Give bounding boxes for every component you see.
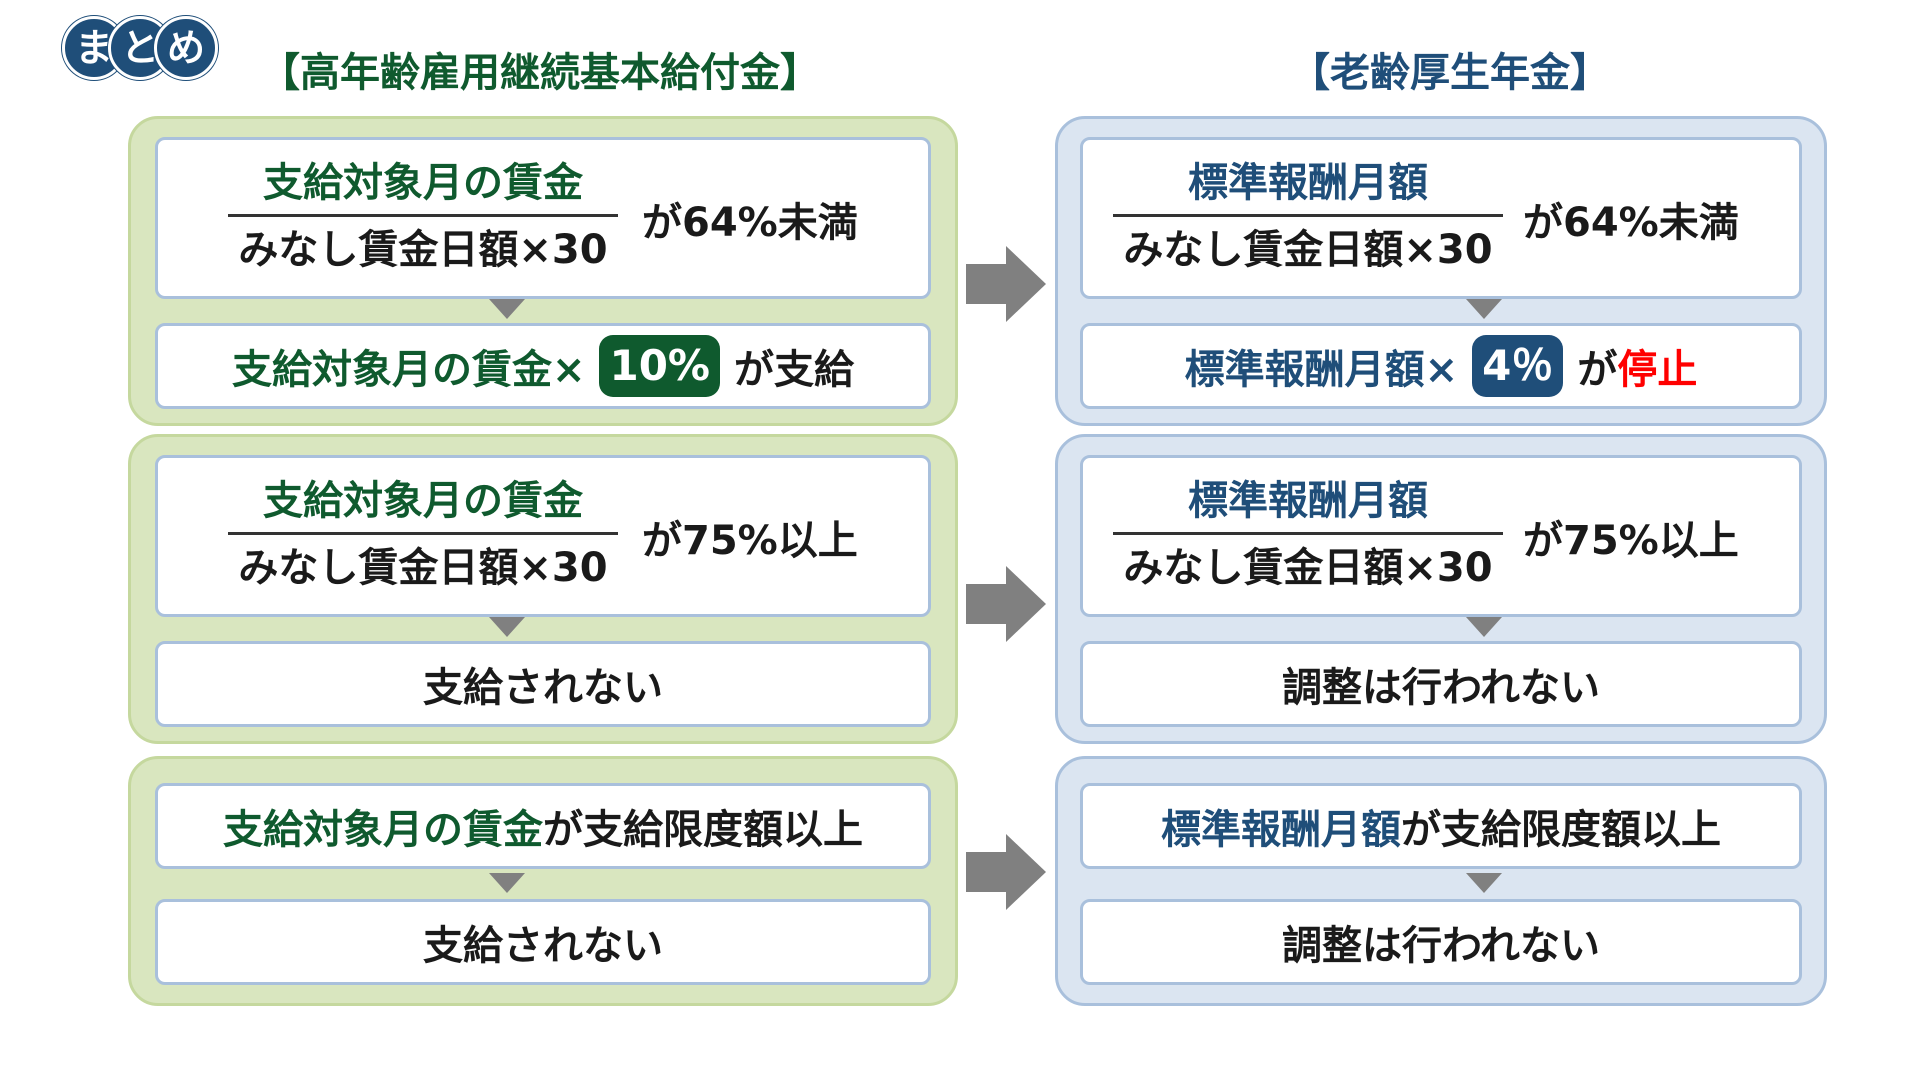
right-result-stop: 停止 bbox=[1617, 347, 1698, 393]
fraction-numerator: 支給対象月の賃金 bbox=[263, 160, 583, 206]
right-arrow-icon bbox=[966, 834, 1046, 910]
fraction-line bbox=[228, 214, 618, 217]
left-result-box-2: 支給されない bbox=[155, 641, 931, 727]
fraction-denominator: みなし賃金日額×30 bbox=[1123, 545, 1493, 591]
left-fraction-2: 支給対象月の賃金 みなし賃金日額×30 bbox=[228, 474, 618, 595]
left-group-2: 支給対象月の賃金 みなし賃金日額×30 が75%以上 支給されない bbox=[128, 434, 958, 744]
badge-char-3: め bbox=[154, 16, 218, 80]
right-result-ga: が bbox=[1577, 347, 1618, 393]
fraction-denominator: みなし賃金日額×30 bbox=[238, 227, 608, 273]
summary-badge: ま と め bbox=[62, 16, 218, 82]
right-fraction-1: 標準報酬月額 みなし賃金日額×30 bbox=[1113, 156, 1503, 277]
right-rate-badge: 4％ bbox=[1472, 335, 1564, 397]
right-arrow-icon bbox=[966, 246, 1046, 322]
right-arrow-icon bbox=[966, 566, 1046, 642]
right-condition-text-2: が75%以上 bbox=[1523, 518, 1739, 564]
right-group-1: 標準報酬月額 みなし賃金日額×30 が64%未満 標準報酬月額× 4％ が 停止 bbox=[1055, 116, 1827, 426]
left-condition-box-2: 支給対象月の賃金 みなし賃金日額×30 が75%以上 bbox=[155, 455, 931, 617]
right-condition-box-3: 標準報酬月額 が支給限度額以上 bbox=[1080, 783, 1802, 869]
fraction-numerator: 標準報酬月額 bbox=[1188, 160, 1428, 206]
fraction-line bbox=[1113, 532, 1503, 535]
left-condition-text-2: が75%以上 bbox=[642, 518, 858, 564]
left-rate-badge: 10% bbox=[599, 335, 721, 397]
right-result-box-2: 調整は行われない bbox=[1080, 641, 1802, 727]
right-result-prefix: 標準報酬月額× bbox=[1184, 347, 1459, 393]
left-section-title: 【高年齢雇用継続基本給付金】 bbox=[260, 50, 820, 96]
down-arrow-icon bbox=[489, 617, 525, 637]
right-group-2: 標準報酬月額 みなし賃金日額×30 が75%以上 調整は行われない bbox=[1055, 434, 1827, 744]
left-group-1: 支給対象月の賃金 みなし賃金日額×30 が64%未満 支給対象月の賃金× 10%… bbox=[128, 116, 958, 426]
down-arrow-icon bbox=[489, 299, 525, 319]
fraction-numerator: 支給対象月の賃金 bbox=[263, 478, 583, 524]
left-result-prefix: 支給対象月の賃金× bbox=[231, 347, 586, 393]
down-arrow-icon bbox=[489, 873, 525, 893]
fraction-denominator: みなし賃金日額×30 bbox=[238, 545, 608, 591]
right-condition-highlight: 標準報酬月額 bbox=[1161, 807, 1401, 853]
fraction-numerator: 標準報酬月額 bbox=[1188, 478, 1428, 524]
right-condition-text-1: が64%未満 bbox=[1523, 200, 1739, 246]
left-condition-box-1: 支給対象月の賃金 みなし賃金日額×30 が64%未満 bbox=[155, 137, 931, 299]
right-fraction-2: 標準報酬月額 みなし賃金日額×30 bbox=[1113, 474, 1503, 595]
right-result-box-3: 調整は行われない bbox=[1080, 899, 1802, 985]
fraction-line bbox=[1113, 214, 1503, 217]
down-arrow-icon bbox=[1466, 873, 1502, 893]
left-result-suffix: が支給 bbox=[734, 347, 855, 393]
left-condition-box-3: 支給対象月の賃金 が支給限度額以上 bbox=[155, 783, 931, 869]
left-result-box-3: 支給されない bbox=[155, 899, 931, 985]
left-group-3: 支給対象月の賃金 が支給限度額以上 支給されない bbox=[128, 756, 958, 1006]
fraction-line bbox=[228, 532, 618, 535]
right-condition-box-2: 標準報酬月額 みなし賃金日額×30 が75%以上 bbox=[1080, 455, 1802, 617]
right-section-title: 【老齢厚生年金】 bbox=[1290, 50, 1610, 96]
right-condition-box-1: 標準報酬月額 みなし賃金日額×30 が64%未満 bbox=[1080, 137, 1802, 299]
right-group-3: 標準報酬月額 が支給限度額以上 調整は行われない bbox=[1055, 756, 1827, 1006]
left-result-box-1: 支給対象月の賃金× 10% が支給 bbox=[155, 323, 931, 409]
left-condition-text-1: が64%未満 bbox=[642, 200, 858, 246]
left-condition-highlight: 支給対象月の賃金 bbox=[223, 807, 543, 853]
down-arrow-icon bbox=[1466, 299, 1502, 319]
left-condition-rest: が支給限度額以上 bbox=[543, 807, 863, 853]
right-result-box-1: 標準報酬月額× 4％ が 停止 bbox=[1080, 323, 1802, 409]
fraction-denominator: みなし賃金日額×30 bbox=[1123, 227, 1493, 273]
left-fraction-1: 支給対象月の賃金 みなし賃金日額×30 bbox=[228, 156, 618, 277]
down-arrow-icon bbox=[1466, 617, 1502, 637]
right-condition-rest: が支給限度額以上 bbox=[1401, 807, 1721, 853]
